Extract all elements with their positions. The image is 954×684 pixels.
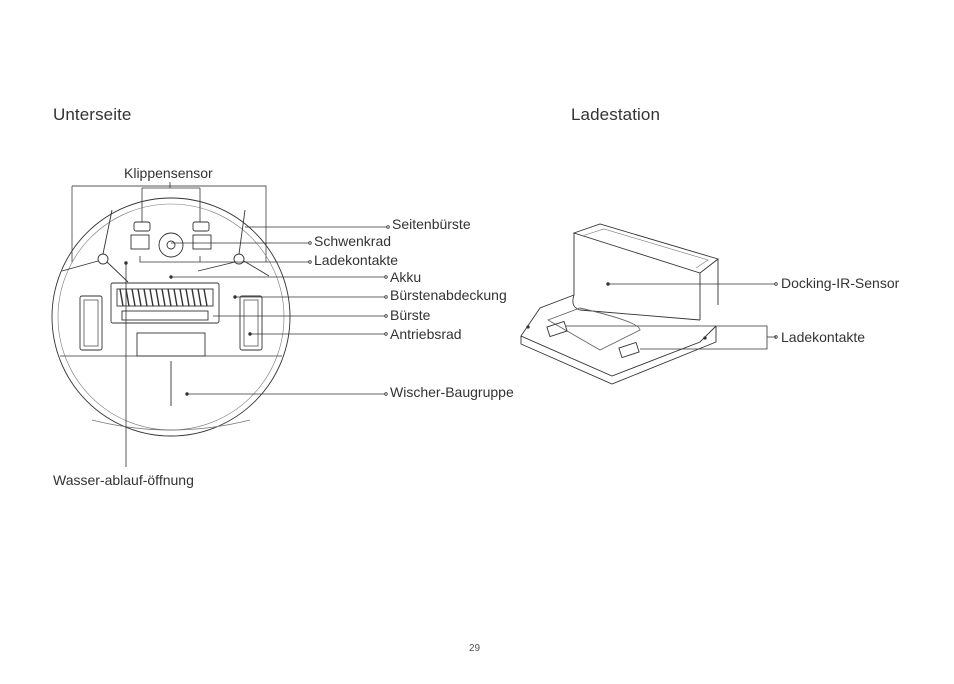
label-brush: Bürste — [390, 307, 431, 323]
mop-mount — [136, 332, 206, 357]
label-charging-contacts: Ladekontakte — [314, 252, 399, 268]
page-number: 29 — [469, 643, 481, 654]
dock-contact-left — [546, 320, 568, 338]
label-side-brush: Seitenbürste — [392, 216, 471, 232]
robot-body — [51, 197, 291, 437]
label-swivel-wheel: Schwenkrad — [314, 233, 392, 249]
label-water-outlet: Wasser-ablauf-öffnung — [53, 472, 194, 488]
label-cliff-sensor: Klippensensor — [124, 165, 213, 181]
label-mop-assembly: Wischer-Baugruppe — [390, 384, 514, 400]
label-docking-ir-sensor: Docking-IR-Sensor — [781, 275, 900, 291]
label-battery: Akku — [390, 269, 422, 285]
heading-underside: Unterseite — [53, 105, 132, 124]
heading-charging-station: Ladestation — [571, 105, 661, 124]
brush-cover — [110, 282, 220, 324]
drive-wheel-left — [79, 295, 103, 351]
label-brush-cover: Bürstenabdeckung — [390, 287, 507, 303]
label-drive-wheel: Antriebsrad — [390, 326, 462, 342]
label-dock-charging-contacts: Ladekontakte — [781, 329, 866, 345]
drive-wheel-right — [239, 295, 263, 351]
dock-contact-right — [618, 341, 640, 359]
swivel-wheel — [158, 232, 184, 258]
